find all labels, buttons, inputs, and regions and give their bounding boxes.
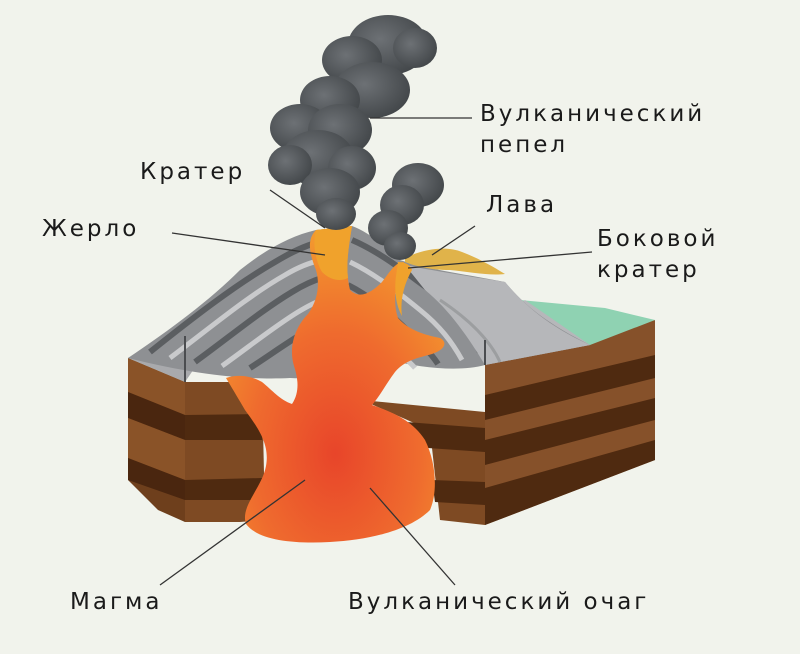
lava-conduit-top [314,226,352,280]
side-vent-conduit [395,262,412,316]
lava-flow [405,248,505,275]
label-lava: Лава [486,190,557,221]
earth-block-front-left [185,382,265,522]
label-volcanic-ash: Вулканический пепел [480,99,705,161]
label-magma-text: Магма [70,589,163,615]
leader-magma [159,479,306,586]
label-magma-chamber-text: Вулканический очаг [348,589,650,615]
magma-body [226,226,445,543]
leader-chamber [369,487,456,586]
label-magma-chamber: Вулканический очаг [348,587,649,618]
earth-block-left-face [128,358,185,522]
leader-lines [159,117,593,586]
label-crater: Кратер [140,157,245,188]
leader-side-crater [407,251,593,269]
label-crater-text: Кратер [140,159,246,185]
label-side-crater-line1: Боковой [597,226,719,252]
label-volcanic-ash-line1: Вулканический [480,101,706,127]
leader-vent [171,232,326,256]
label-side-crater-line2: кратер [597,257,700,283]
label-side-crater: Боковой кратер [597,224,718,286]
ash-cloud-main [268,15,437,230]
label-vent-text: Жерло [42,216,140,242]
label-lava-text: Лава [486,192,558,218]
leader-crater [269,189,326,229]
label-magma: Магма [70,587,162,618]
label-volcanic-ash-line2: пепел [480,132,569,158]
label-vent: Жерло [42,214,139,245]
earth-block-right-side [485,320,655,525]
leader-lava [431,225,476,256]
ash-cloud-side [368,163,444,260]
